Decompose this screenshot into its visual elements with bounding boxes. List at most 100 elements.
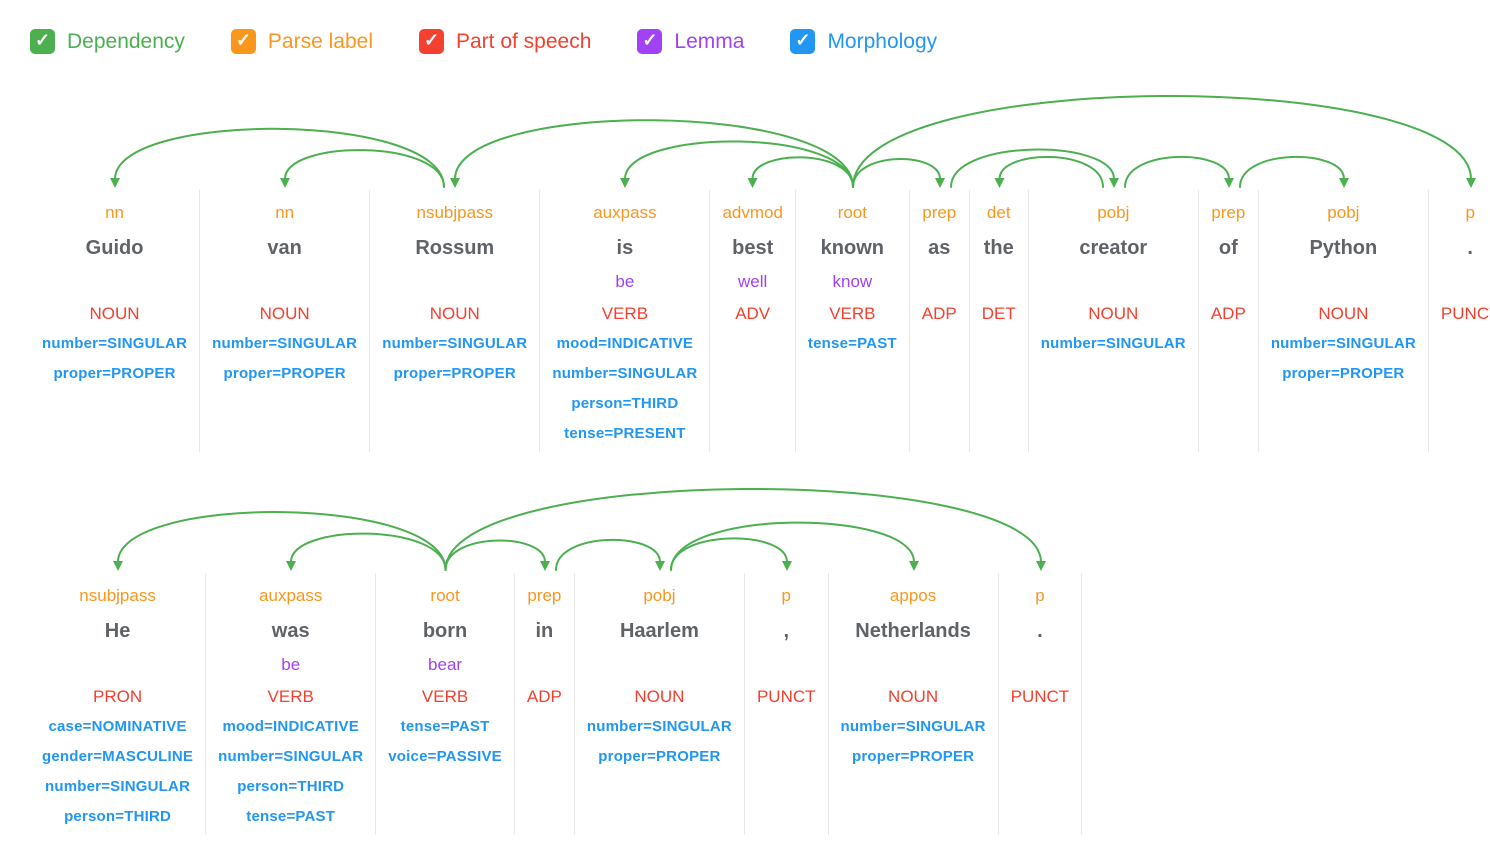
token-lemma xyxy=(1041,268,1186,299)
parse-label: p xyxy=(1465,203,1475,222)
part-of-speech: NOUN xyxy=(634,687,685,706)
token-lemma xyxy=(757,651,816,682)
dependency-arc xyxy=(555,538,665,571)
part-of-speech: NOUN xyxy=(89,304,140,323)
arrowhead-icon xyxy=(1036,561,1046,571)
morphology-list: number=SINGULAR xyxy=(1041,329,1186,359)
token-lemma: bear xyxy=(428,655,463,674)
morph-feature: number=SINGULAR xyxy=(1270,335,1416,352)
morph-feature: case=NOMINATIVE xyxy=(48,718,187,735)
morph-feature: tense=PAST xyxy=(807,335,897,352)
dependency-arcs-svg xyxy=(110,95,1476,188)
arrowhead-icon xyxy=(280,178,290,188)
morph-feature: person=THIRD xyxy=(571,395,679,412)
dependency-arc xyxy=(670,521,919,571)
arrowhead-icon xyxy=(450,178,460,188)
token-word: born xyxy=(422,620,468,642)
legend-label[interactable]: Dependency xyxy=(67,29,185,53)
lemma-checkbox[interactable]: ✓ xyxy=(637,28,663,54)
morph-feature: mood=INDICATIVE xyxy=(222,718,359,735)
legend-item-parse-label[interactable]: ✓ Parse label xyxy=(230,28,373,54)
part-of-speech: NOUN xyxy=(888,687,939,706)
token-column: det the DET xyxy=(970,190,1029,452)
legend-item-part-of-speech[interactable]: ✓ Part of speech xyxy=(418,28,592,54)
parse-label: root xyxy=(430,586,460,605)
morph-feature: person=THIRD xyxy=(64,808,172,825)
parse-label: p xyxy=(781,586,791,605)
token-lemma xyxy=(1271,268,1416,299)
token-lemma xyxy=(42,268,187,299)
part-of-speech: PUNCT xyxy=(1440,304,1490,323)
token-lemma xyxy=(841,651,986,682)
token-word: of xyxy=(1218,237,1238,259)
arrowhead-icon xyxy=(113,561,123,571)
token-lemma xyxy=(982,268,1016,299)
parse-label: prep xyxy=(1211,203,1246,222)
token-column: p , PUNCT xyxy=(745,573,829,835)
token-lemma xyxy=(42,651,193,682)
token-lemma: be xyxy=(615,272,635,291)
legend-label[interactable]: Morphology xyxy=(827,29,938,53)
token-word: was xyxy=(271,620,310,642)
token-lemma xyxy=(527,651,562,682)
dependency-arc xyxy=(852,95,1476,188)
morph-feature: number=SINGULAR xyxy=(552,365,698,382)
arrowhead-icon xyxy=(994,178,1005,188)
morph-feature: number=SINGULAR xyxy=(212,335,358,352)
arrowhead-icon xyxy=(782,561,792,571)
arrowhead-icon xyxy=(286,561,296,571)
legend-item-dependency[interactable]: ✓ Dependency xyxy=(30,28,185,54)
morph-feature: number=SINGULAR xyxy=(1040,335,1186,352)
parse-label: root xyxy=(837,203,867,222)
legend-item-morphology[interactable]: ✓ Morphology xyxy=(790,28,938,54)
dependency-arc xyxy=(670,537,792,571)
token-word: . xyxy=(1037,620,1043,642)
dependency-arc xyxy=(620,140,854,188)
token-word: creator xyxy=(1079,237,1148,259)
part-of-speech: VERB xyxy=(829,304,876,323)
token-column: advmod best well ADV xyxy=(710,190,796,452)
parse-label: auxpass xyxy=(593,203,657,222)
legend: ✓ Dependency ✓ Parse label ✓ Part of spe… xyxy=(30,26,1490,56)
token-word: He xyxy=(104,620,131,642)
legend-label[interactable]: Lemma xyxy=(674,29,745,53)
morph-feature: number=SINGULAR xyxy=(45,778,191,795)
parse-label: pobj xyxy=(1097,203,1130,222)
parse-label: prep xyxy=(922,203,957,222)
token-lemma xyxy=(922,268,957,299)
token-word: the xyxy=(983,237,1014,259)
part-of-speech: NOUN xyxy=(259,304,310,323)
parse-label: prep xyxy=(527,586,562,605)
legend-label[interactable]: Part of speech xyxy=(455,29,592,53)
part-of-speech-checkbox[interactable]: ✓ xyxy=(418,28,444,54)
token-word: is xyxy=(616,237,634,259)
dependency-arcs-svg xyxy=(113,487,1046,571)
arrowhead-icon xyxy=(909,561,919,571)
token-word: , xyxy=(783,620,790,642)
legend-item-lemma[interactable]: ✓ Lemma xyxy=(637,28,745,54)
dependency-checkbox[interactable]: ✓ xyxy=(30,28,55,54)
parse-label-checkbox[interactable]: ✓ xyxy=(230,28,256,54)
token-column: p . PUNCT xyxy=(1429,190,1490,452)
part-of-speech: NOUN xyxy=(1088,304,1139,323)
morph-feature: proper=PROPER xyxy=(53,365,176,382)
legend-label[interactable]: Parse label xyxy=(267,29,373,53)
token-word: known xyxy=(820,237,885,259)
token-word: as xyxy=(928,237,951,259)
token-lemma xyxy=(212,268,357,299)
parse-label: pobj xyxy=(1327,203,1360,222)
morphology-checkbox[interactable]: ✓ xyxy=(790,28,816,54)
token-lemma xyxy=(1441,268,1490,299)
